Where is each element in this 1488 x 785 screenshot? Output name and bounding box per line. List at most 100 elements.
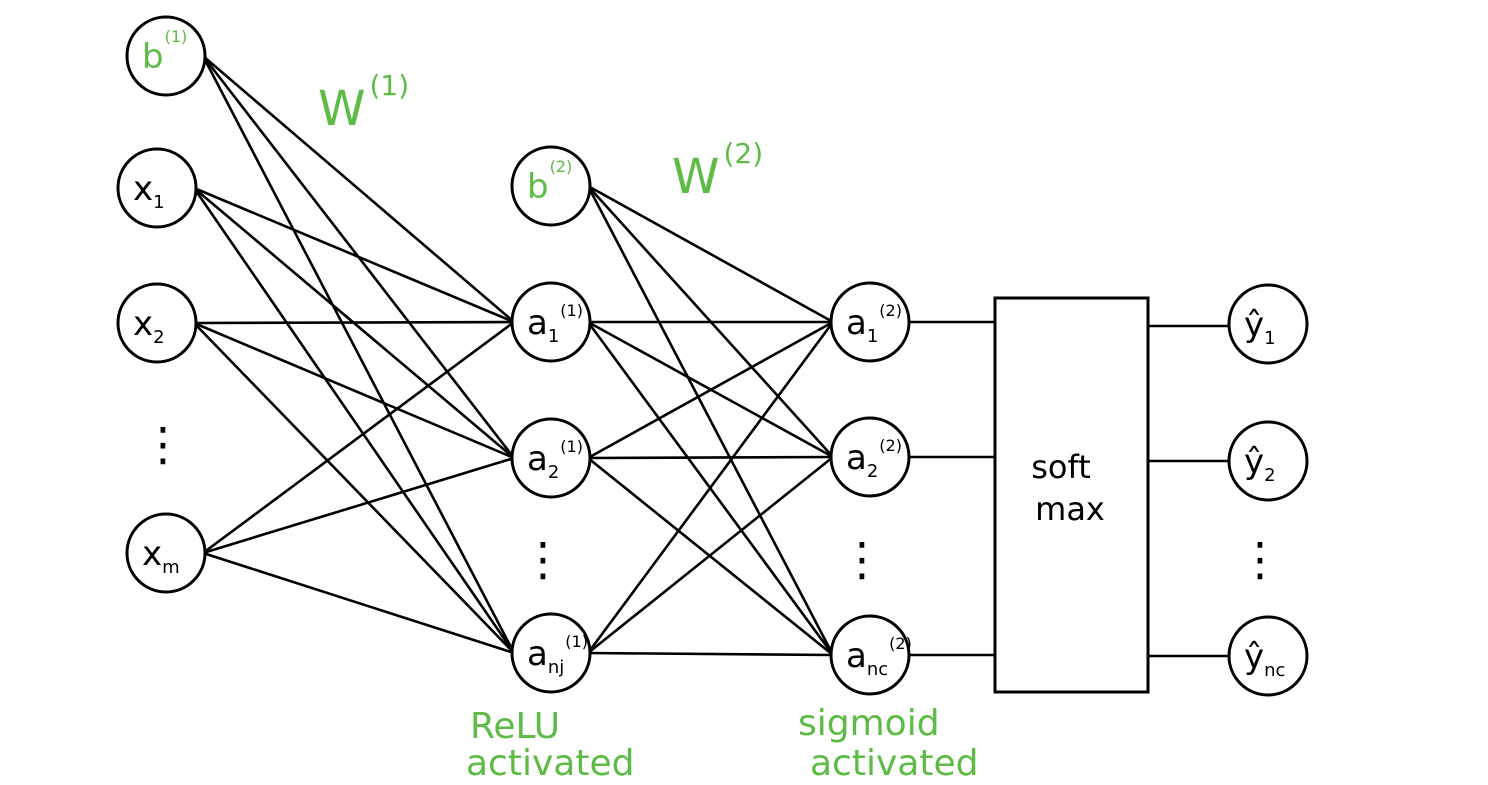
node-a12-base: a	[527, 439, 548, 479]
node-a22-sup: (2)	[879, 436, 902, 455]
node-a2n-sub: nc	[867, 659, 888, 680]
node-a22-sub: 2	[867, 461, 878, 482]
node-a21-label: a1(2)	[846, 301, 902, 347]
input-ellipsis: ⋮	[140, 417, 186, 471]
node-x2-label: x2	[133, 304, 165, 348]
node-b1-label: b(1)	[142, 27, 187, 77]
node-yn-circle	[1227, 615, 1309, 697]
node-a12-sup: (1)	[560, 437, 583, 456]
edge-a12-a21	[586, 320, 835, 460]
weight-w2-label: W(2)	[672, 137, 763, 205]
node-y2-circle	[1227, 420, 1309, 502]
edge-a1n-a2n	[586, 651, 835, 657]
node-b2-circle	[510, 145, 592, 227]
weight-w2-sup: (2)	[723, 137, 763, 170]
softmax-label-line2: max	[1035, 490, 1105, 528]
node-yn-sub: nc	[1264, 660, 1285, 681]
node-a2n: anc(2)	[829, 614, 912, 696]
softmax-block: soft max	[908, 296, 1232, 694]
node-y2-sub: 2	[1264, 465, 1275, 486]
node-a2n-label: anc(2)	[846, 634, 912, 680]
weight-w2-base: W	[672, 149, 719, 205]
node-xm-base: x	[142, 534, 162, 574]
softmax-box	[993, 296, 1150, 694]
output-ellipsis: ⋮	[1237, 532, 1283, 586]
node-b2-sup: (2)	[550, 157, 573, 176]
node-xm-label: xm	[142, 534, 180, 578]
node-a11-sub: 1	[548, 326, 559, 347]
node-b2: b(2)	[510, 145, 592, 227]
weight-labels: W(1) W(2)	[318, 69, 763, 205]
node-a11-label: a1(1)	[527, 301, 583, 347]
node-b1: b(1)	[125, 15, 207, 97]
node-a12-sub: 2	[548, 462, 559, 483]
edge-x2-a12	[192, 321, 516, 460]
node-y1: ŷ1	[1227, 283, 1309, 365]
node-y1-base: ŷ	[1244, 305, 1264, 345]
node-x2-circle	[116, 282, 198, 364]
node-x2-sub: 2	[153, 327, 164, 348]
node-a1n-label: anj(1)	[527, 632, 588, 678]
relu-annotation-line1: ReLU	[470, 706, 560, 747]
edge-x2-a11	[192, 320, 516, 325]
node-x1-label: x1	[133, 169, 165, 213]
node-a22-label: a2(2)	[846, 436, 902, 482]
node-y1-circle	[1227, 283, 1309, 365]
hidden2-ellipsis: ⋮	[839, 532, 885, 586]
node-y2-label: ŷ2	[1244, 442, 1276, 486]
node-yn: ŷnc	[1227, 615, 1309, 697]
edge-b2-a2n	[586, 184, 835, 657]
node-xm: xm	[125, 512, 207, 594]
node-a11-circle	[510, 281, 592, 363]
edge-b2-a21	[586, 184, 835, 324]
node-xm-sub: m	[162, 557, 180, 578]
node-b1-sup: (1)	[165, 27, 188, 46]
edge-x2-a1n	[192, 321, 516, 655]
node-b1-base: b	[142, 37, 164, 77]
node-x2: x2	[116, 282, 198, 364]
node-a12-label: a2(1)	[527, 437, 583, 483]
sigmoid-annotation-line2: activated	[810, 743, 978, 784]
edge-x1-a1n	[192, 186, 516, 655]
sigmoid-annotation-line1: sigmoid	[798, 703, 940, 744]
node-a1n: anj(1)	[510, 612, 592, 694]
node-a22-circle	[829, 416, 911, 498]
node-a1n-base: a	[527, 634, 548, 674]
node-b2-base: b	[527, 167, 549, 207]
node-a1n-sub: nj	[548, 657, 564, 678]
node-y2: ŷ2	[1227, 420, 1309, 502]
node-x1: x1	[116, 147, 198, 229]
node-yn-base: ŷ	[1244, 637, 1264, 677]
network-nodes: b(1)x1x2xmb(2)a1(1)a2(1)anj(1)a1(2)a2(2)…	[116, 15, 1309, 697]
ellipses: ⋮ ⋮ ⋮ ⋮	[140, 417, 1283, 586]
weight-w1-label: W(1)	[318, 69, 409, 137]
node-xm-circle	[125, 512, 207, 594]
node-yn-label: ŷnc	[1244, 637, 1285, 681]
node-a2n-sup: (2)	[889, 634, 912, 653]
node-a2n-base: a	[846, 636, 867, 676]
node-a21-base: a	[846, 303, 867, 343]
node-a12-circle	[510, 417, 592, 499]
node-a11-sup: (1)	[560, 301, 583, 320]
node-x1-circle	[116, 147, 198, 229]
node-a22: a2(2)	[829, 416, 911, 498]
edge-x1-a11	[192, 186, 516, 324]
node-a2n-circle	[829, 614, 911, 696]
node-a21-sup: (2)	[879, 301, 902, 320]
node-b1-circle	[125, 15, 207, 97]
node-a1n-sup: (1)	[565, 632, 588, 651]
node-y1-label: ŷ1	[1244, 305, 1276, 349]
node-a22-base: a	[846, 438, 867, 478]
node-a21: a1(2)	[829, 281, 911, 363]
node-a12: a2(1)	[510, 417, 592, 499]
node-a1n-circle	[510, 612, 592, 694]
edge-a12-a22	[586, 455, 835, 460]
weight-w1-sup: (1)	[369, 69, 409, 102]
edge-b1-a1n	[201, 54, 516, 655]
node-x1-base: x	[133, 169, 153, 209]
node-a11-base: a	[527, 303, 548, 343]
node-x2-base: x	[133, 304, 153, 344]
node-y2-base: ŷ	[1244, 442, 1264, 482]
hidden1-ellipsis: ⋮	[520, 532, 566, 586]
